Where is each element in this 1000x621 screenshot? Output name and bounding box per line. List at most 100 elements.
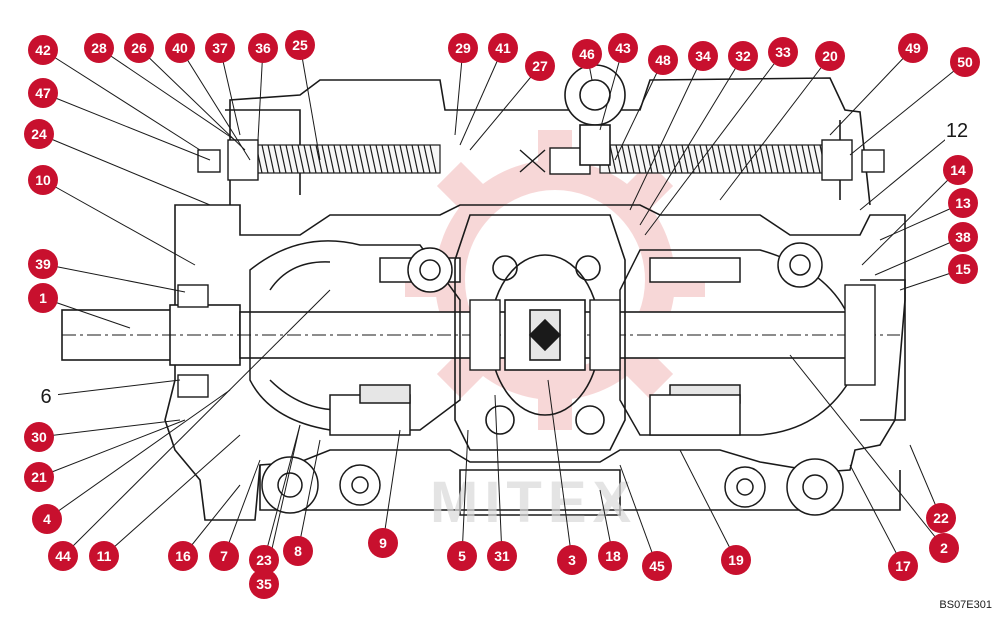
spring-coil: [345, 144, 353, 174]
spring-coil: [777, 144, 785, 174]
callout-badge: [28, 283, 58, 313]
callout-badge: [24, 119, 54, 149]
callout-39: 39: [28, 249, 58, 279]
top-bolts: [197, 139, 885, 181]
callout-4: 4: [32, 504, 62, 534]
spring-coil: [279, 144, 287, 174]
callout-badge: [721, 545, 751, 575]
spring-coil: [645, 144, 653, 174]
callout-label-31: 31: [494, 548, 510, 564]
callout-40: 40: [165, 33, 195, 63]
spring-coil: [795, 144, 803, 174]
callout-label-42: 42: [35, 42, 51, 58]
spring-coil: [267, 144, 275, 174]
callout-19: 19: [721, 545, 751, 575]
spring-coil: [663, 144, 671, 174]
callout-plain-bg: [34, 383, 58, 407]
callout-label-20: 20: [822, 48, 838, 64]
pump-housing: [164, 77, 906, 521]
spring-coil: [381, 144, 389, 174]
callout-badge: [948, 254, 978, 284]
leader-line-32: [639, 55, 744, 226]
spring-coil: [429, 144, 437, 174]
callout-label-46: 46: [579, 46, 595, 62]
callout-label-24: 24: [31, 126, 47, 142]
spring-coil: [711, 144, 719, 174]
spring-coil: [633, 144, 641, 174]
callout-badge: [557, 545, 587, 575]
callout-36: 36: [248, 33, 278, 63]
callout-badge: [124, 33, 154, 63]
spring-coil: [621, 144, 629, 174]
callout-label-1: 1: [39, 290, 47, 306]
callout-14: 14: [943, 155, 973, 185]
callout-28: 28: [84, 33, 114, 63]
callout-badge: [642, 551, 672, 581]
callout-label-4: 4: [43, 511, 51, 527]
leader-line-21: [38, 419, 186, 478]
callout-11: 11: [89, 541, 119, 571]
leader-line-44: [62, 289, 331, 557]
spring-coil: [627, 144, 635, 174]
callout-3: 3: [557, 545, 587, 575]
callout-label-22: 22: [933, 510, 949, 526]
callout-label-12: 12: [946, 120, 968, 142]
callout-30: 30: [24, 422, 54, 452]
spring-coil: [753, 144, 761, 174]
shaft-bearings: [177, 284, 876, 398]
callout-badge: [525, 51, 555, 81]
callout-18: 18: [598, 541, 628, 571]
spring-coil: [705, 144, 713, 174]
leader-line-16: [182, 484, 241, 557]
spring-coil: [609, 144, 617, 174]
callout-label-13: 13: [955, 195, 971, 211]
callout-45: 45: [642, 551, 672, 581]
callout-badge: [898, 33, 928, 63]
callout-label-48: 48: [655, 52, 671, 68]
callout-49: 49: [898, 33, 928, 63]
callout-badge: [24, 422, 54, 452]
leader-line-2: [789, 354, 945, 549]
callout-16: 16: [168, 541, 198, 571]
spring-coil: [321, 144, 329, 174]
callout-label-36: 36: [255, 40, 271, 56]
spring-coil: [729, 144, 737, 174]
callout-badge: [487, 541, 517, 571]
spring-coil: [723, 144, 731, 174]
spring-coil: [369, 144, 377, 174]
callout-badge: [447, 541, 477, 571]
spring-coil: [687, 144, 695, 174]
callout-35: 35: [249, 569, 279, 599]
spring-coil: [417, 144, 425, 174]
callout-badge: [368, 528, 398, 558]
spring-coil: [309, 144, 317, 174]
callout-label-17: 17: [895, 558, 911, 574]
callout-badge: [283, 536, 313, 566]
callout-29: 29: [448, 33, 478, 63]
callout-label-26: 26: [131, 40, 147, 56]
callout-1: 1: [28, 283, 58, 313]
spring-coil: [759, 144, 767, 174]
callout-badge: [943, 155, 973, 185]
leader-line-48: [614, 59, 664, 161]
callout-badge: [728, 41, 758, 71]
leader-line-28: [98, 47, 236, 141]
callout-badge: [28, 78, 58, 108]
leader-line-8: [297, 439, 321, 552]
callout-13: 13: [948, 188, 978, 218]
callout-badge: [28, 35, 58, 65]
leader-line-26: [138, 47, 246, 151]
callout-badge: [48, 541, 78, 571]
callout-badge: [572, 39, 602, 69]
callout-17: 17: [888, 551, 918, 581]
callout-label-35: 35: [256, 576, 272, 592]
callout-2: 2: [929, 533, 959, 563]
spring-coil: [801, 144, 809, 174]
spring-coil: [807, 144, 815, 174]
leader-line-23: [263, 424, 301, 561]
spring-coil: [291, 144, 299, 174]
callout-41: 41: [488, 33, 518, 63]
spring-coil: [273, 144, 281, 174]
callout-badge: [285, 30, 315, 60]
callout-44: 44: [48, 541, 78, 571]
